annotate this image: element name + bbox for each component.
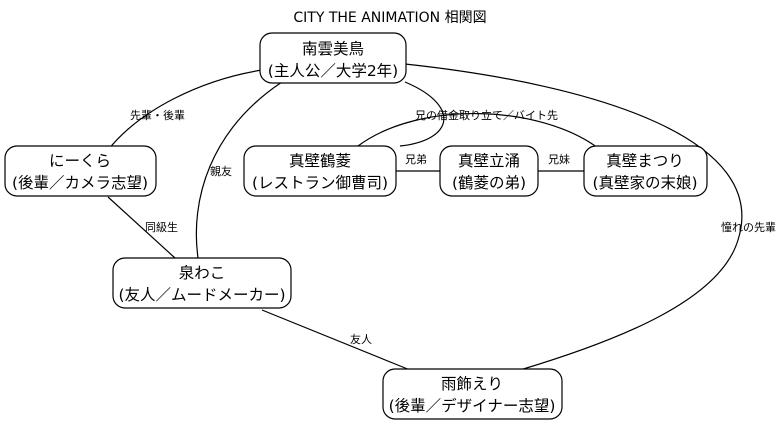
node-name: 真壁鶴菱 (289, 152, 351, 170)
edge-minagumo-nikura (107, 69, 263, 151)
node-role: (レストラン御曹司) (252, 174, 388, 192)
node-box (4, 145, 157, 197)
node-matsuri: 真壁まつり (真壁家の末娘) (583, 145, 708, 197)
node-name: 雨飾えり (441, 375, 503, 393)
node-izumi: 泉わこ (友人／ムードメーカー) (112, 257, 292, 309)
node-ryuyu: 真壁立涌 (鶴菱の弟) (439, 145, 539, 197)
node-minagumo: 南雲美鳥 (主人公／大学2年) (259, 32, 407, 84)
edge-label-shinyu: 親友 (210, 164, 232, 178)
node-role: (主人公／大学2年) (268, 62, 398, 80)
diagram-title: CITY THE ANIMATION 相関図 (293, 10, 486, 26)
node-role: (鶴菱の弟) (452, 174, 526, 192)
node-amakazari: 雨飾えり (後輩／デザイナー志望) (382, 368, 563, 420)
node-role: (真壁家の末娘) (592, 174, 697, 192)
node-box (382, 368, 563, 420)
node-box (583, 145, 708, 197)
edge-label-yujin: 友人 (350, 332, 372, 346)
node-name: 真壁まつり (606, 152, 684, 170)
node-tsuruhishi: 真壁鶴菱 (レストラン御曹司) (243, 145, 397, 197)
edge-nikura-izumi (107, 196, 176, 259)
node-nikura: にーくら (後輩／カメラ志望) (4, 145, 157, 197)
node-role: (友人／ムードメーカー) (118, 286, 285, 304)
node-box (243, 145, 397, 197)
edge-label-kyodai: 兄弟 (405, 153, 427, 166)
edge-label-senpai-kohai: 先輩・後輩 (130, 108, 185, 122)
node-name: にーくら (49, 152, 111, 170)
edges (107, 63, 743, 371)
node-box (259, 32, 407, 84)
edge-label-akogare: 憧れの先輩 (721, 220, 776, 234)
node-name: 南雲美鳥 (302, 40, 364, 58)
edge-label-kyomai: 兄妹 (548, 153, 570, 166)
edge-minagumo-izumi (195, 81, 283, 259)
edge-tsuruhishi-matsuri (357, 112, 599, 149)
node-box (112, 257, 292, 309)
node-role: (後輩／デザイナー志望) (389, 396, 556, 415)
edge-minagumo-amakazari (404, 63, 743, 371)
node-name: 真壁立涌 (458, 152, 520, 170)
edge-label-dokyusei: 同級生 (145, 220, 178, 234)
edge-label-shakkin: 兄の借金取り立て／バイト先 (415, 108, 558, 122)
edge-izumi-amakazari (261, 309, 411, 371)
node-box (439, 145, 539, 197)
node-name: 泉わこ (179, 264, 226, 282)
node-role: (後輩／カメラ志望) (12, 174, 148, 192)
edge-minagumo-tsuruhishi (399, 81, 445, 147)
edge-labels: 先輩・後輩 親友 兄の借金取り立て／バイト先 兄弟 兄妹 同級生 友人 憧れの先… (130, 108, 776, 346)
